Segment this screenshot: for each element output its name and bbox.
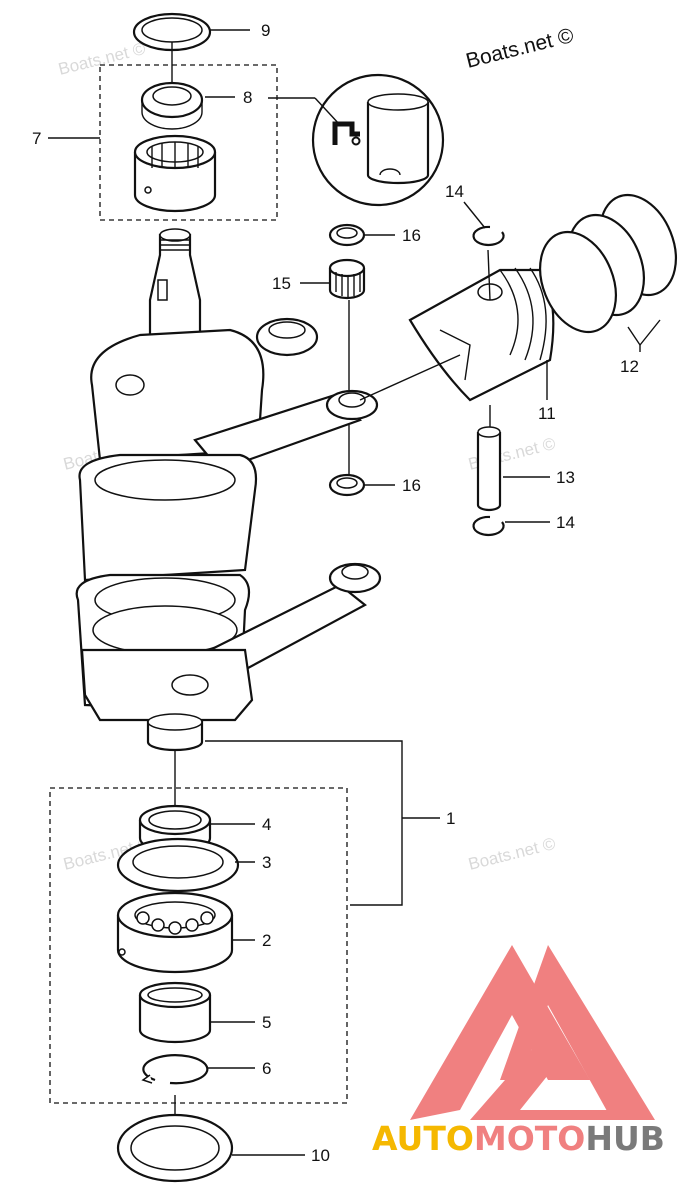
callout-16-lower: 16 xyxy=(402,476,421,495)
bearing-kit-box-bottom xyxy=(49,787,348,1104)
part-15-needle-bearing xyxy=(328,258,366,300)
watermark-repeat: Boats.net © xyxy=(466,834,557,874)
grease-detail xyxy=(311,73,445,207)
callout-11: 11 xyxy=(538,404,556,423)
callout-1: 1 xyxy=(446,809,455,828)
automotohub-logo: AUTOMOTOHUB xyxy=(372,945,665,1158)
part-14-clip-lower xyxy=(472,515,505,537)
crankshaft xyxy=(75,228,382,752)
callout-6: 6 xyxy=(262,1059,271,1078)
callout-15: 15 xyxy=(272,274,291,293)
grease-apply-icon xyxy=(332,121,361,146)
callout-14-upper: 14 xyxy=(445,182,464,201)
part-12-piston-rings xyxy=(539,193,677,334)
bearing-kit-box-top xyxy=(99,64,278,221)
part-13-piston-pin xyxy=(476,426,502,512)
logo-text-auto: AUTO xyxy=(372,1119,474,1158)
callout-13: 13 xyxy=(556,468,575,487)
callout-2: 2 xyxy=(262,931,271,950)
logo-mark-icon xyxy=(410,945,655,1120)
callout-12: 12 xyxy=(620,357,639,376)
part-16-washer-lower xyxy=(328,473,366,497)
part-3-plate xyxy=(116,837,240,893)
logo-text-hub: HUB xyxy=(585,1119,665,1158)
callout-5: 5 xyxy=(262,1013,271,1032)
part-7-bearing xyxy=(133,134,217,213)
callout-8: 8 xyxy=(243,88,252,107)
callout-4: 4 xyxy=(262,815,271,834)
part-6-circlip xyxy=(141,1054,209,1085)
svg-text:AUTOMOTOHUB: AUTOMOTOHUB xyxy=(372,1119,665,1158)
logo-text-moto: MOTO xyxy=(474,1119,585,1158)
part-2-ball-bearing xyxy=(116,891,234,974)
callout-14-lower: 14 xyxy=(556,513,575,532)
part-14-clip-upper xyxy=(472,225,505,247)
leader-lines xyxy=(48,29,550,1156)
part-10-washer xyxy=(116,1113,234,1183)
part-11-piston xyxy=(408,267,555,402)
callout-10: 10 xyxy=(311,1146,330,1165)
callout-16-upper: 16 xyxy=(402,226,421,245)
callout-9: 9 xyxy=(261,21,270,40)
part-16-washer-upper xyxy=(328,223,366,247)
part-5-bushing xyxy=(138,981,212,1044)
callout-7: 7 xyxy=(32,129,41,148)
part-8-seal xyxy=(140,81,204,130)
callout-3: 3 xyxy=(262,853,271,872)
watermark-repeat: Boats.net © xyxy=(56,39,147,79)
watermark-main: Boats.net © xyxy=(464,24,577,73)
